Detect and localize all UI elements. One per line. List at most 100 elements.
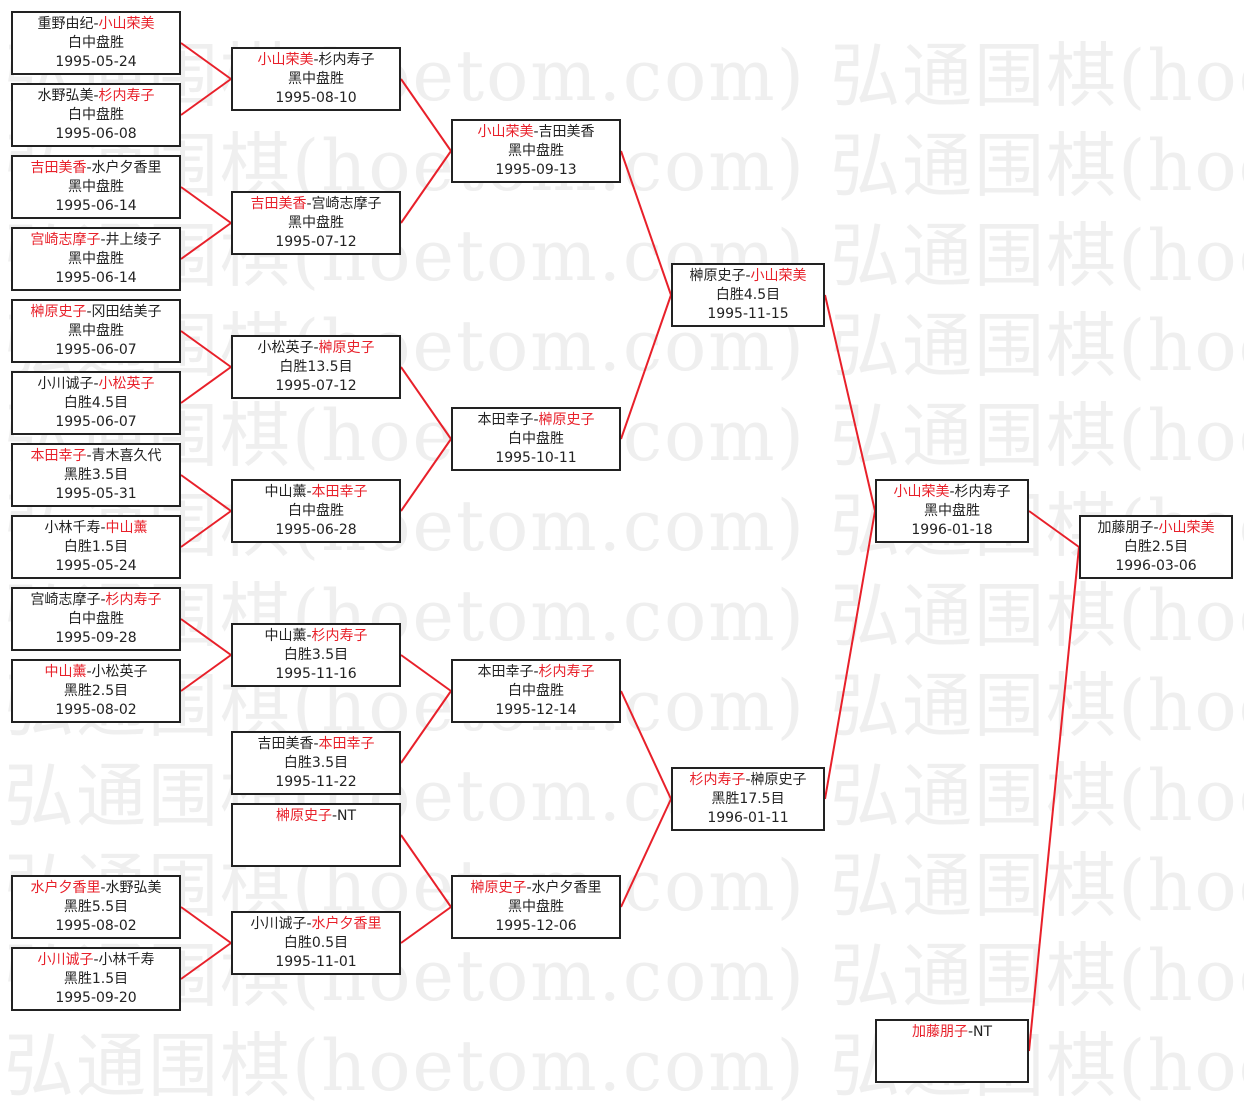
match-date: 1995-07-12 <box>275 378 357 394</box>
separator: - <box>313 340 319 356</box>
match-result: 黑中盘胜 <box>288 71 344 87</box>
bracket-connector <box>620 150 672 296</box>
player-1: 小松英子 <box>257 340 314 356</box>
match-players: 小林千寿-中山薰 <box>13 519 179 538</box>
separator: - <box>745 772 751 788</box>
separator: - <box>306 916 312 932</box>
bracket-connector <box>1028 510 1080 548</box>
separator: - <box>949 484 955 500</box>
bracket-connector <box>400 834 452 908</box>
match-players: 本田幸子-杉内寿子 <box>453 663 619 682</box>
match-result: 白胜3.5目 <box>283 647 349 663</box>
match-date: 1996-01-11 <box>707 810 789 826</box>
bracket-connector <box>180 42 232 80</box>
match-players: 加藤朋子-NT <box>877 1023 1027 1042</box>
player-2: 水野弘美 <box>105 880 162 896</box>
match-date: 1995-11-01 <box>275 954 357 970</box>
match-players: 榊原史子-冈田结美子 <box>13 303 179 322</box>
player-2: 杉内寿子 <box>954 484 1011 500</box>
match-result: 白胜1.5目 <box>63 539 129 555</box>
bracket-connector <box>180 474 232 512</box>
match-date: 1995-06-07 <box>55 414 137 430</box>
bracket-connector <box>400 78 452 152</box>
match-box: 榊原史子-NT <box>231 803 401 867</box>
player-2: 本田幸子 <box>318 736 375 752</box>
bracket-connector <box>824 510 876 800</box>
match-box: 加藤朋子-NT <box>875 1019 1029 1083</box>
match-players: 水野弘美-杉内寿子 <box>13 87 179 106</box>
match-players: 杉内寿子-榊原史子 <box>673 771 823 790</box>
match-result: 黑胜5.5目 <box>63 899 129 915</box>
bracket-connector <box>180 186 232 224</box>
separator: - <box>93 16 99 32</box>
match-date: 1995-08-10 <box>275 90 357 106</box>
player-2: 小松英子 <box>98 376 155 392</box>
player-1: 榊原史子 <box>470 880 527 896</box>
match-players: 小川诚子-小林千寿 <box>13 951 179 970</box>
bracket-connector <box>824 294 876 512</box>
player-2: 杉内寿子 <box>105 592 162 608</box>
bracket-connector <box>1028 546 1080 1052</box>
match-result: 黑中盘胜 <box>68 323 124 339</box>
player-2: 小林千寿 <box>98 952 155 968</box>
separator: - <box>1153 520 1159 536</box>
player-1: 本田幸子 <box>477 412 534 428</box>
separator: - <box>93 952 99 968</box>
player-1: 小川诚子 <box>250 916 307 932</box>
match-players: 吉田美香-水户夕香里 <box>13 159 179 178</box>
bracket-connector <box>180 510 232 548</box>
player-1: 杉内寿子 <box>689 772 746 788</box>
match-players: 吉田美香-宫崎志摩子 <box>233 195 399 214</box>
player-1: 宫崎志摩子 <box>30 592 101 608</box>
player-2: 本田幸子 <box>311 484 368 500</box>
match-date: 1995-05-24 <box>55 558 137 574</box>
player-2: 吉田美香 <box>538 124 595 140</box>
match-date: 1995-11-22 <box>275 774 357 790</box>
match-players: 中山薰-杉内寿子 <box>233 627 399 646</box>
bracket-connector <box>620 690 672 800</box>
player-2: 小山荣美 <box>98 16 155 32</box>
separator: - <box>313 52 319 68</box>
match-players: 本田幸子-青木喜久代 <box>13 447 179 466</box>
bracket-connector <box>400 150 452 224</box>
bracket-connector <box>400 654 452 692</box>
match-result: 白胜3.5目 <box>283 755 349 771</box>
match-date: 1995-12-06 <box>495 918 577 934</box>
player-2: 榊原史子 <box>318 340 375 356</box>
player-1: 重野由纪 <box>37 16 94 32</box>
player-2: 冈田结美子 <box>91 304 162 320</box>
match-players: 宫崎志摩子-井上绫子 <box>13 231 179 250</box>
bracket-connector <box>620 294 672 440</box>
player-2: NT <box>973 1024 993 1040</box>
match-date: 1995-05-24 <box>55 54 137 70</box>
separator: - <box>100 592 106 608</box>
match-players: 加藤朋子-小山荣美 <box>1081 519 1231 538</box>
separator: - <box>306 196 312 212</box>
match-date: 1995-06-07 <box>55 342 137 358</box>
match-date: 1995-12-14 <box>495 702 577 718</box>
player-2: 水户夕香里 <box>531 880 602 896</box>
match-result: 黑胜1.5目 <box>63 971 129 987</box>
player-2: 榊原史子 <box>750 772 807 788</box>
separator: - <box>967 1024 974 1040</box>
player-1: 吉田美香 <box>30 160 87 176</box>
match-result: 黑中盘胜 <box>68 179 124 195</box>
player-2: 小松英子 <box>91 664 148 680</box>
player-1: 水野弘美 <box>37 88 94 104</box>
player-2: 杉内寿子 <box>538 664 595 680</box>
separator: - <box>306 628 312 644</box>
player-2: 杉内寿子 <box>98 88 155 104</box>
separator: - <box>100 880 106 896</box>
